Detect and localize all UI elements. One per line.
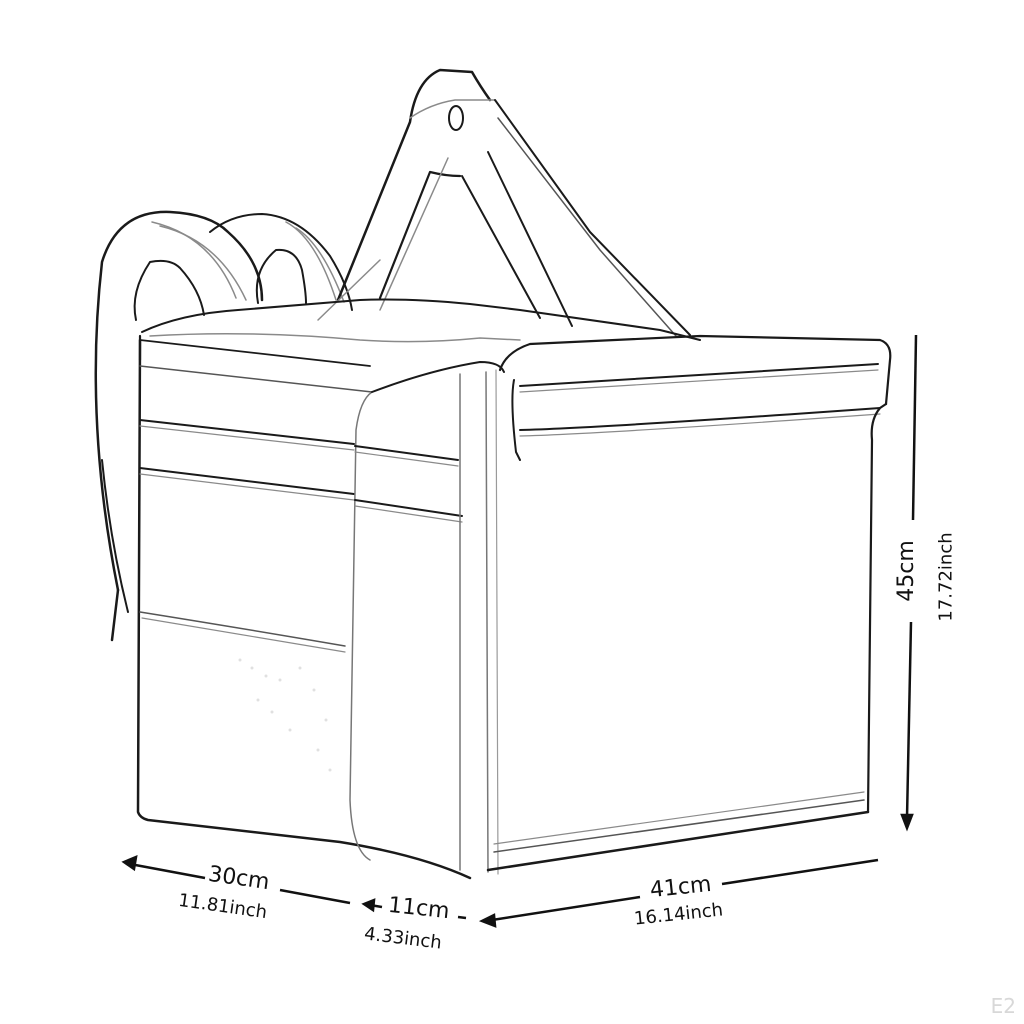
side-zipper-panel [349,361,505,875]
height-metric-label: 45cm [893,540,919,602]
shoulder-straps [94,210,353,642]
arrowhead-height-bottom [900,813,914,832]
width-dimension-line-right [721,858,879,886]
arrowhead-left [121,854,138,872]
side-panel-left [136,338,472,880]
dimension-lines [121,334,918,928]
front-panel [486,334,892,872]
depth-dimension-line-right [279,888,351,905]
top-lid [138,298,701,362]
height-dimension-line-bottom [905,621,913,819]
height-dimension-line-top [911,334,918,521]
top-carry-handle [317,68,691,337]
height-imperial-label: 17.72inch [935,532,957,622]
width-dimension-line-left [491,895,641,922]
mesh-pocket-texture [238,658,332,772]
depth-dimension-line-left [129,862,206,880]
arrowhead-side-left [361,898,376,913]
watermark: E2 [990,994,1016,1018]
arrowhead-width-left [478,913,497,928]
